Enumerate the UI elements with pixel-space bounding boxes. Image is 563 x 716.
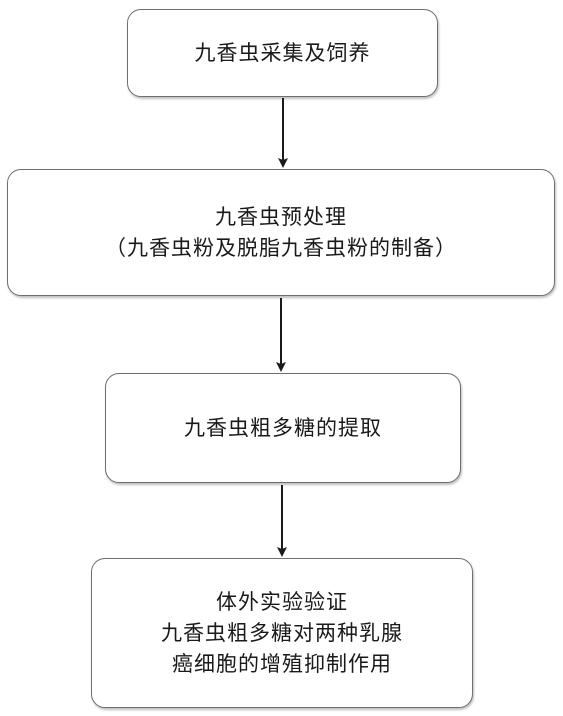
step-in-vitro-validation-box: 体外实验验证 九香虫粗多糖对两种乳腺 癌细胞的增殖抑制作用 <box>91 558 473 708</box>
step-collection-rearing-text: 九香虫采集及饲养 <box>194 40 371 65</box>
step-polysaccharide-extraction-box: 九香虫粗多糖的提取 <box>105 373 461 483</box>
step-polysaccharide-extraction-text: 九香虫粗多糖的提取 <box>184 415 382 440</box>
step-pretreatment-box: 九香虫预处理 （九香虫粉及脱脂九香虫粉的制备） <box>7 169 555 296</box>
step-pretreatment-title: 九香虫预处理 <box>215 204 347 229</box>
step-in-vitro-validation-title: 体外实验验证 <box>216 589 348 614</box>
step-pretreatment-detail: （九香虫粉及脱脂九香虫粉的制备） <box>105 235 457 260</box>
step-collection-rearing-box: 九香虫采集及饲养 <box>127 9 438 97</box>
step-in-vitro-validation-line3: 癌细胞的增殖抑制作用 <box>172 651 392 676</box>
step-in-vitro-validation-line2: 九香虫粗多糖对两种乳腺 <box>161 620 403 645</box>
